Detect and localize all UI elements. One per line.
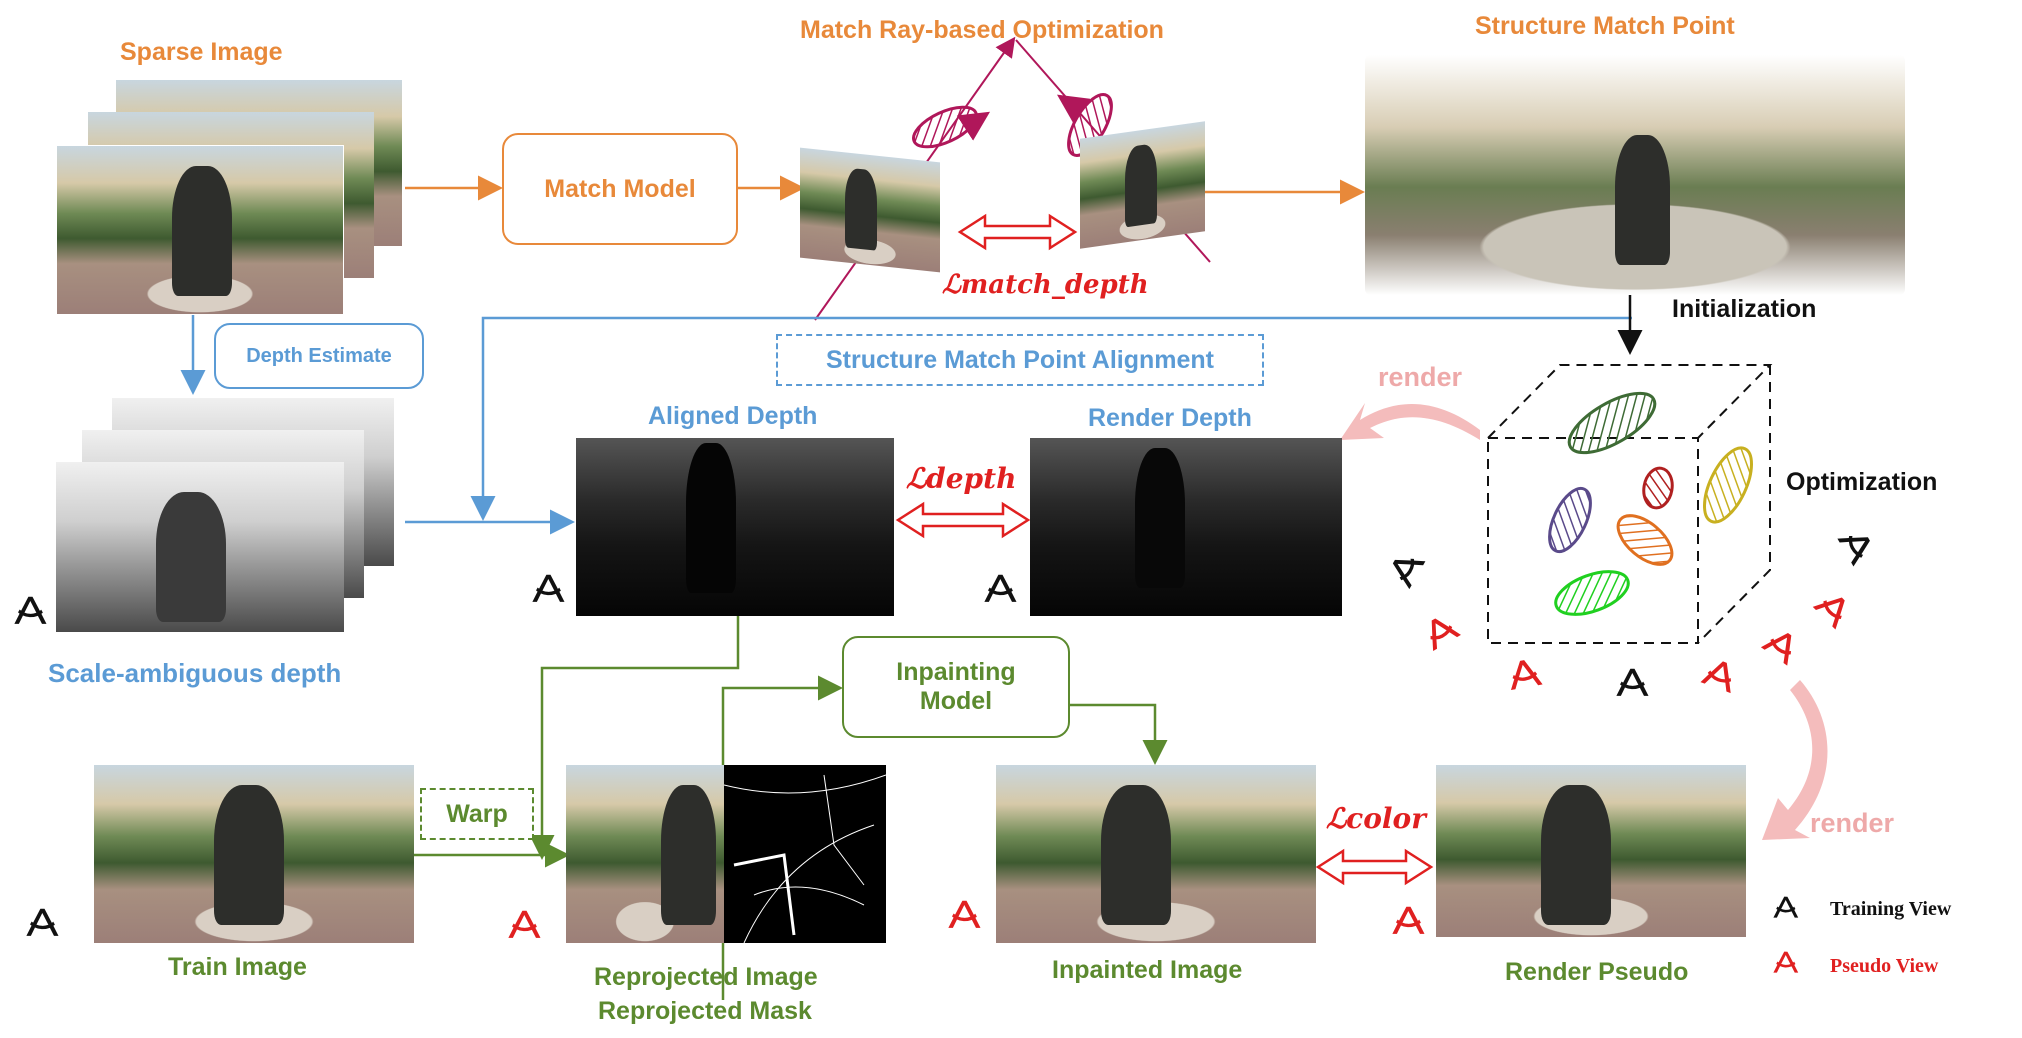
depth-estimate-box: Depth Estimate <box>214 323 424 389</box>
sparse-image-label: Sparse Image <box>120 38 283 66</box>
reprojected-mask-label: Reprojected Mask <box>598 997 812 1025</box>
pseudo-view-icon: ∢ <box>497 905 549 943</box>
training-view-icon: ∢ <box>15 903 67 941</box>
training-view-icon: ∢ <box>3 591 55 629</box>
cube-gaussian-red <box>1642 466 1674 510</box>
render-depth-label: Render Depth <box>1088 404 1252 432</box>
legend-training-view-label: Training View <box>1830 898 1952 920</box>
cube-gaussian-yellow <box>1703 446 1753 524</box>
depth-estimate-label: Depth Estimate <box>246 344 392 367</box>
reprojected-mask <box>724 765 886 943</box>
training-view-icon: ∢ <box>1605 663 1657 701</box>
sparse-image-front <box>56 145 344 315</box>
scale-ambiguous-label: Scale-ambiguous depth <box>48 658 342 688</box>
training-view-icon: ∢ <box>521 569 573 607</box>
inpainted-image <box>996 765 1316 943</box>
cube-gaussian-orange <box>1616 514 1674 566</box>
ray-gaussian-left <box>912 105 978 149</box>
cube-gaussian-green <box>1554 570 1630 616</box>
training-view-icon: ∢ <box>973 569 1025 607</box>
double-arrow-depth <box>895 501 1031 539</box>
structure-point-cloud <box>1365 55 1905 295</box>
l-color-label: ℒcolor <box>1326 802 1426 835</box>
match-model-label: Match Model <box>544 174 696 203</box>
aligned-depth-label: Aligned Depth <box>648 402 818 430</box>
l-match-depth-label: ℒmatch_depth <box>942 270 1149 300</box>
train-image-label: Train Image <box>168 953 307 981</box>
smp-alignment-label: Structure Match Point Alignment <box>826 345 1214 374</box>
legend-pseudo-view-icon: ∢ <box>1764 947 1805 977</box>
ray-gaussian-right <box>1067 93 1113 157</box>
render-pseudo-image <box>1436 765 1746 937</box>
l-depth-label: ℒdepth <box>906 462 1017 495</box>
render-depth-image <box>1030 438 1342 616</box>
inpainting-model-box: Inpainting Model <box>842 636 1070 738</box>
smp-alignment-box: Structure Match Point Alignment <box>776 334 1264 386</box>
aligned-depth-image <box>576 438 894 616</box>
inpainting-model-label: Inpainting Model <box>896 658 1016 715</box>
pseudo-view-icon: ∢ <box>937 895 989 933</box>
pseudo-view-icon: ∢ <box>1494 651 1552 697</box>
arrow-aligned-to-warp <box>529 615 740 860</box>
match-ray-opt-label: Match Ray-based Optimization <box>800 16 1164 44</box>
warp-box: Warp <box>420 788 534 840</box>
inpainted-image-label: Inpainted Image <box>1052 956 1243 984</box>
match-model-box: Match Model <box>502 133 738 245</box>
arrow-inpaint-to-inpainted <box>1070 703 1168 765</box>
render-pseudo-label: Render Pseudo <box>1505 958 1689 986</box>
ray-arrow-right <box>1057 94 1091 124</box>
initialization-label: Initialization <box>1672 295 1817 323</box>
render-bottom-label: render <box>1810 808 1895 838</box>
arrow-init-to-aligned <box>470 316 1632 521</box>
reprojected-image-label: Reprojected Image <box>594 963 818 991</box>
train-image <box>94 765 414 943</box>
warp-label: Warp <box>446 799 508 828</box>
render-top-label: render <box>1378 362 1463 392</box>
optimization-label: Optimization <box>1786 468 1938 496</box>
depth-image-front <box>56 462 344 632</box>
cube-gaussian-purple <box>1548 486 1592 554</box>
legend-pseudo-view-label: Pseudo View <box>1830 955 1939 977</box>
reprojected-image <box>566 765 724 943</box>
double-arrow-match <box>957 213 1078 251</box>
match-image-right <box>1080 121 1205 249</box>
match-image-left <box>800 147 940 273</box>
render-arrow-top <box>1340 403 1480 440</box>
legend-training-view-icon: ∢ <box>1764 892 1805 922</box>
double-arrow-color <box>1315 848 1434 886</box>
structure-match-point-label: Structure Match Point <box>1475 12 1735 40</box>
cube-gaussian-darkgreen <box>1567 391 1657 455</box>
pseudo-view-icon: ∢ <box>1381 901 1433 939</box>
render-arrow-bottom <box>1762 680 1828 840</box>
